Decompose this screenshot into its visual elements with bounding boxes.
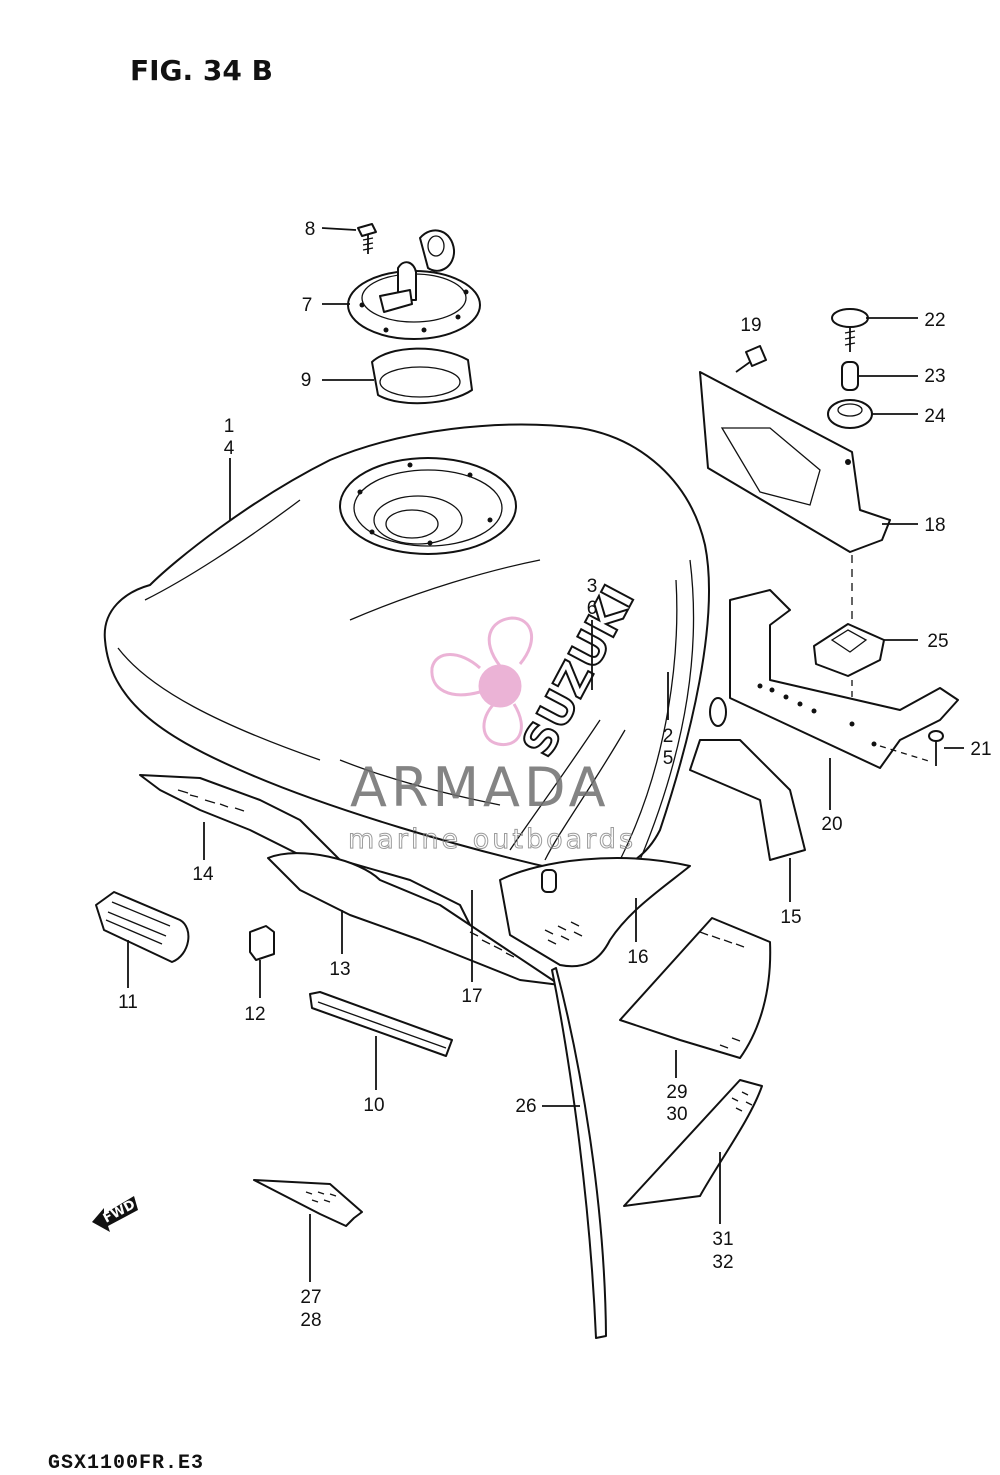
callout-4: 4 [224,438,235,459]
callout-14: 14 [192,864,214,885]
callout-6: 6 [587,598,598,619]
figure-title: FIG. 34 B [130,54,273,87]
callout-20: 20 [821,814,842,835]
callout-27: 27 [300,1287,321,1308]
callout-32: 32 [712,1252,733,1273]
callout-9: 9 [301,370,312,391]
fuel-tank: SUZUKI [103,423,727,875]
callout-8: 8 [305,219,316,240]
callout-23: 23 [924,366,945,387]
callout-numbers: 1 4 3 6 2 5 7 8 9 10 11 12 13 14 15 16 1… [118,219,991,1331]
rear-mounting-hardware [689,308,959,861]
callout-7: 7 [302,295,313,316]
callout-11: 11 [118,992,138,1013]
callout-29: 29 [666,1082,687,1103]
callout-leaders [127,227,964,1282]
callout-13: 13 [329,959,350,980]
watermark-name: ARMADA [350,756,610,819]
model-code: GSX1100FR.E3 [48,1452,205,1475]
callout-15: 15 [780,907,801,928]
callout-3: 3 [587,576,598,597]
forward-direction-arrow: FWD [92,1196,138,1232]
fwd-label: FWD [101,1197,138,1226]
callout-1: 1 [224,416,235,437]
callout-5: 5 [663,748,674,769]
callout-22: 22 [924,310,945,331]
callout-30: 30 [666,1104,687,1125]
callout-2: 2 [663,726,674,747]
watermark-tagline: marine outboards [348,824,636,855]
pads-and-trim [95,774,772,1339]
fuel-cap-assembly [347,223,481,405]
callout-21: 21 [970,739,991,760]
callout-12: 12 [244,1004,265,1025]
propeller-logo [430,616,533,747]
callout-10: 10 [363,1095,384,1116]
callout-31: 31 [712,1229,733,1250]
callout-24: 24 [924,406,946,427]
callout-28: 28 [300,1310,321,1331]
callout-26: 26 [515,1096,536,1117]
watermark: ARMADA marine outboards [348,616,636,856]
callout-17: 17 [461,986,482,1007]
callout-18: 18 [924,515,945,536]
callout-25: 25 [927,631,948,652]
callout-19: 19 [740,315,761,336]
callout-16: 16 [627,947,648,968]
